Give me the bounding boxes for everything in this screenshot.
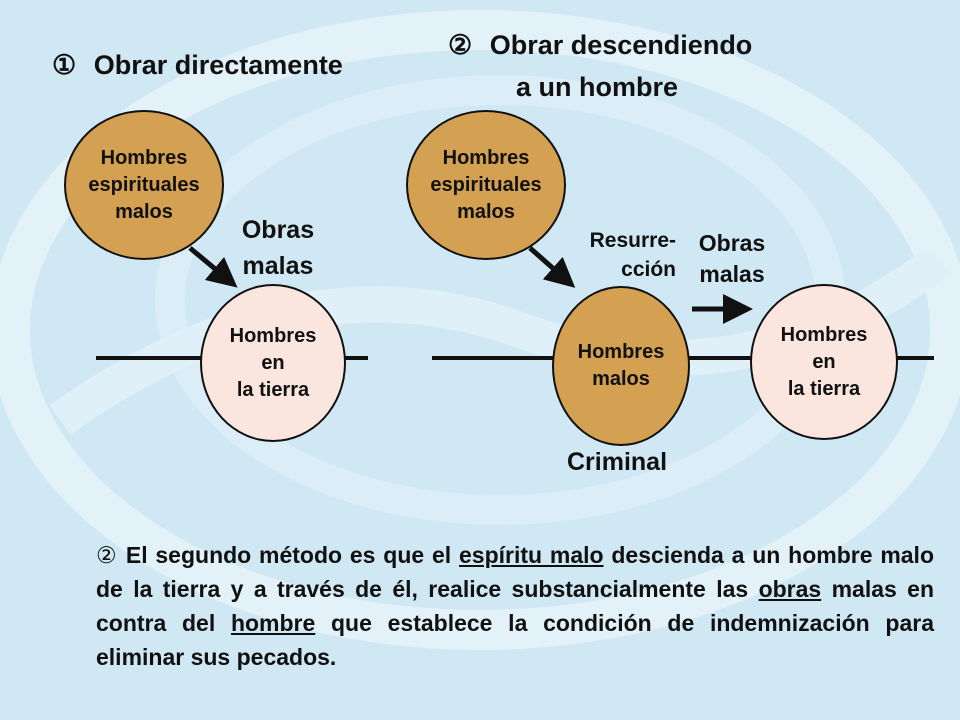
circle-text: Hombres <box>100 146 188 169</box>
circle-hombres-espirituales-malos-1: Hombres espirituales malos <box>64 110 224 260</box>
circle-text: Hombres <box>229 324 317 347</box>
underlined-espiritu-malo: espíritu malo <box>458 542 604 568</box>
circle-text: malos <box>115 200 173 223</box>
circle-text: espirituales <box>430 173 542 196</box>
circle-hombres-en-la-tierra-1: Hombres en la tierra <box>200 284 346 442</box>
heading-obrar-descendiendo-line2: a un hombre <box>516 72 679 102</box>
circle-text: la tierra <box>236 378 310 401</box>
circle-text: malos <box>592 368 650 390</box>
circle-text: espirituales <box>88 173 200 196</box>
label-line: malas <box>699 261 765 287</box>
heading-text: Obrar directamente <box>93 50 343 80</box>
label-resurreccion: Resurre- cción <box>556 226 676 284</box>
circle-text: en <box>812 350 836 373</box>
circle-hombres-espirituales-malos-2: Hombres espirituales malos <box>406 110 566 260</box>
heading-number: ② <box>448 30 473 60</box>
circle-text: Hombres <box>442 146 530 169</box>
circle-text: malos <box>457 200 515 223</box>
heading-obrar-directamente: ① Obrar directamente <box>52 50 343 81</box>
explanation-paragraph: ② El segundo método es que el espíritu m… <box>96 538 934 674</box>
label-obras-malas-1: Obras malas <box>230 212 326 284</box>
paragraph-text: descienda a un hombre malo de la tierra … <box>96 542 934 602</box>
paragraph-text: El segundo método es que el <box>118 542 459 568</box>
circle-text: Hombres <box>780 323 868 346</box>
underlined-obras: obras <box>758 576 822 602</box>
circle-text: en <box>261 351 285 374</box>
label-line: Resurre- <box>589 229 676 252</box>
heading-number: ① <box>52 50 77 80</box>
paragraph-text: que establece la condición de indemnizac… <box>96 610 934 670</box>
label-obras-malas-2: Obras malas <box>684 228 780 290</box>
heading-text-line1: Obrar descendiendo <box>489 30 753 60</box>
label-line: cción <box>621 258 676 281</box>
paragraph-text: malas en contra del <box>96 576 934 636</box>
label-criminal: Criminal <box>567 448 668 476</box>
label-line: malas <box>242 252 314 280</box>
label-line: Obras <box>241 216 315 244</box>
circle-text: la tierra <box>787 377 861 400</box>
underlined-hombre: hombre <box>230 610 316 636</box>
label-line: Obras <box>698 230 766 256</box>
heading-obrar-descendiendo: ② Obrar descendiendo <box>448 30 752 61</box>
paragraph-number: ② <box>96 542 119 568</box>
arrow-diagram2 <box>528 246 576 288</box>
circle-hombres-en-la-tierra-2: Hombres en la tierra <box>750 284 898 440</box>
circle-text: Hombres <box>577 341 665 363</box>
arrow-diagram1 <box>188 246 238 288</box>
circle-hombres-malos: Hombres malos <box>552 286 690 446</box>
